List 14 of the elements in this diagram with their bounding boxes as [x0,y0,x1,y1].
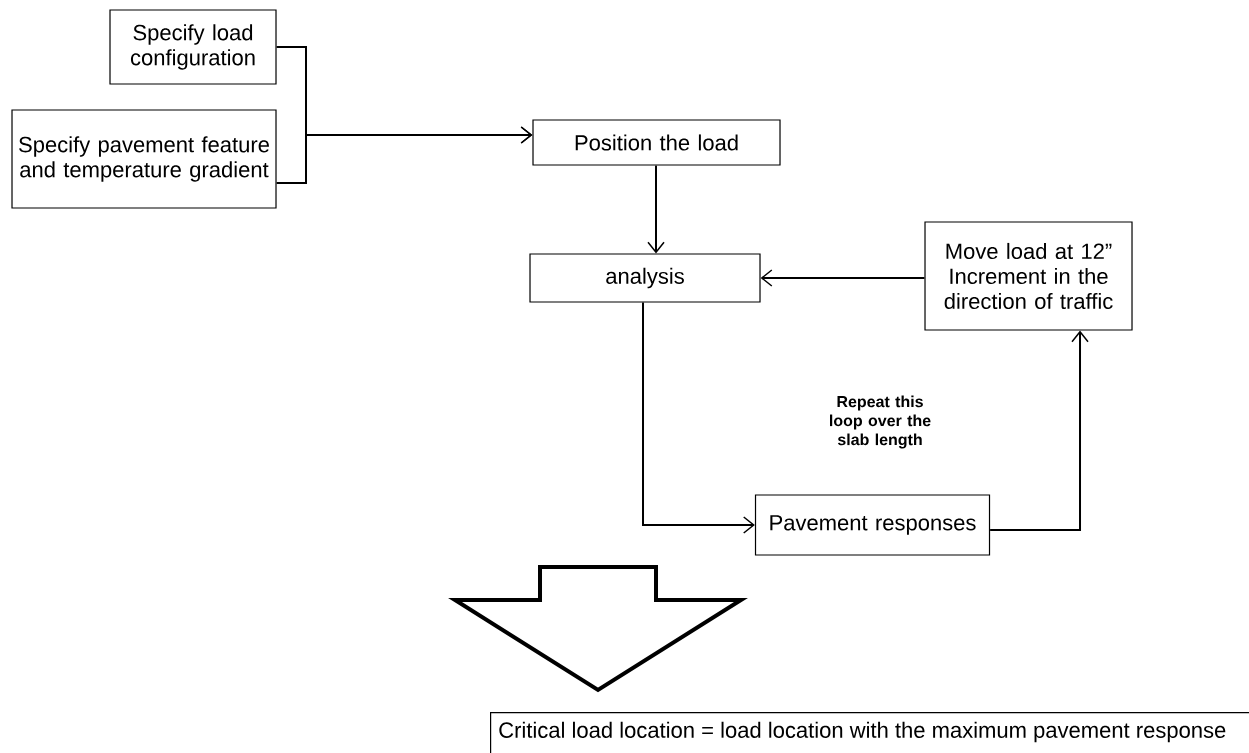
block-arrow [448,565,748,693]
process-box: Move load at 12” Increment in the direction of traffic [924,221,1133,331]
process-box: Position the load [532,119,781,166]
note: Repeat this loop over the slab length [830,395,931,449]
process-box: Specify load configuration [109,9,277,85]
process-box: Critical load location = load location with the maximum pavement response [490,712,1249,753]
process-box: Specify pavement feature and temperature gradient [11,109,277,209]
arrow [647,164,665,254]
process-box: Pavement responses [754,494,991,556]
arrow [642,301,755,534]
arrow [275,126,533,184]
process-box: analysis [529,253,761,303]
arrow [760,269,926,287]
arrow [989,330,1089,531]
